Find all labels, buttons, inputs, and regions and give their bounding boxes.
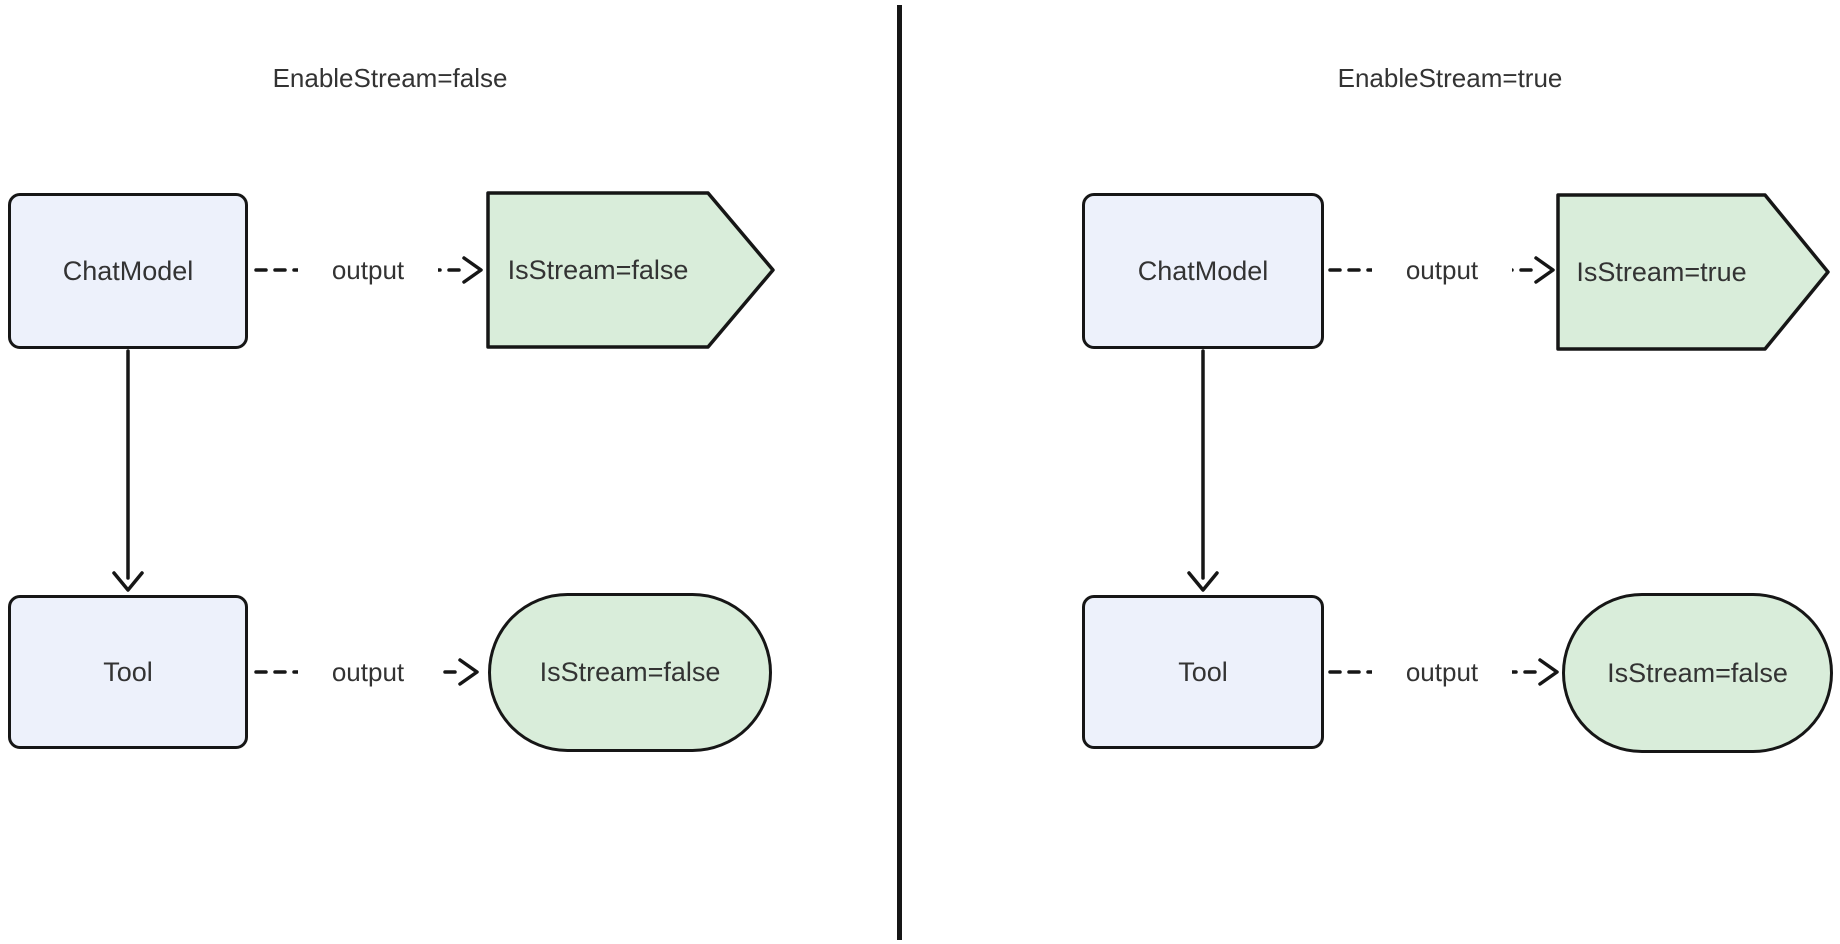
edge-label-output: output <box>298 254 438 286</box>
arrowhead-icon <box>462 256 483 284</box>
node-tool-result-right: IsStream=false <box>1562 593 1833 753</box>
node-model-result-right-label: IsStream=true <box>1558 195 1765 349</box>
node-model-result-left-label: IsStream=false <box>488 193 708 347</box>
arrowhead-icon <box>1187 571 1219 592</box>
node-tool-left: Tool <box>8 595 248 749</box>
edge-label-output: output <box>298 656 438 688</box>
edge-chatmodel-tool-left <box>112 349 144 592</box>
arrowhead-icon <box>458 658 479 686</box>
arrowhead-icon <box>112 571 144 592</box>
panel-right-title: EnableStream=true <box>1337 63 1563 93</box>
node-tool-result-left: IsStream=false <box>488 593 772 752</box>
node-chatmodel-left: ChatModel <box>8 193 248 349</box>
node-chatmodel-right-label: ChatModel <box>1137 255 1269 286</box>
node-tool-right-label: Tool <box>1178 656 1228 687</box>
pentagon-label-text: IsStream=true <box>1576 256 1747 287</box>
node-model-result-right <box>1556 193 1830 351</box>
arrowhead-icon <box>1534 256 1555 284</box>
edge-label-output: output <box>1372 254 1512 286</box>
node-tool-result-right-label: IsStream=false <box>1607 657 1788 688</box>
pentagon-label-text: IsStream=false <box>507 254 689 285</box>
node-tool-left-label: Tool <box>103 656 153 687</box>
panel-divider <box>897 5 902 940</box>
node-model-result-left <box>486 191 775 349</box>
edge-chatmodel-tool-right <box>1187 349 1219 592</box>
node-chatmodel-left-label: ChatModel <box>62 255 194 286</box>
panel-left-title: EnableStream=false <box>272 63 508 93</box>
node-tool-right: Tool <box>1082 595 1324 749</box>
arrowhead-icon <box>1538 658 1559 686</box>
node-chatmodel-right: ChatModel <box>1082 193 1324 349</box>
edge-label-output: output <box>1372 656 1512 688</box>
node-tool-result-left-label: IsStream=false <box>539 657 721 687</box>
